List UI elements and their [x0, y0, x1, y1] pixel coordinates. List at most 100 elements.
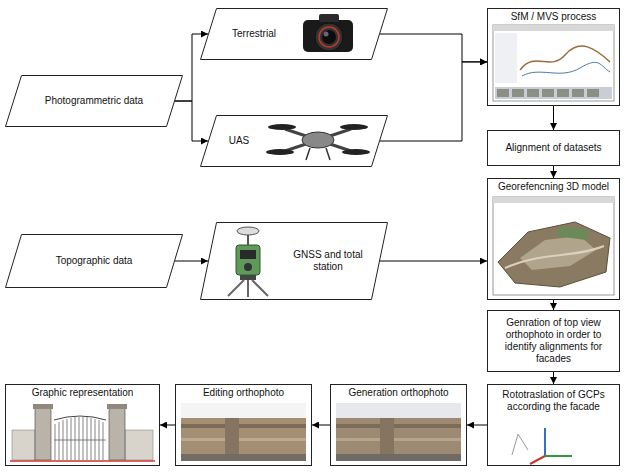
node-label: Alignment of datasets	[492, 142, 615, 154]
photo-thumb	[587, 89, 599, 97]
gate-drawing	[10, 404, 155, 461]
node-label: SfM / MVS process	[492, 11, 615, 23]
flow-arrow	[175, 34, 208, 101]
node-label: Rototraslation of GCPs according the fac…	[492, 389, 615, 413]
flow-arrow	[553, 106, 554, 130]
gcp-sketch	[512, 434, 528, 455]
drone-icon	[266, 124, 370, 160]
axes-icon	[512, 428, 572, 464]
screen-panel	[495, 33, 517, 83]
lens-ring	[319, 27, 339, 47]
gate-arch	[54, 416, 106, 420]
flow-arrow	[467, 425, 487, 426]
process-box: Alignment of datasets	[487, 130, 620, 166]
node-label: Editing orthophoto	[180, 387, 307, 399]
photo-thumb	[527, 89, 539, 97]
station-body	[236, 245, 260, 275]
station-lens	[244, 263, 252, 271]
tripod-leg	[247, 280, 249, 297]
ortho-wall	[336, 418, 461, 454]
gate-rail	[54, 440, 106, 441]
flow-arrow	[160, 425, 175, 426]
station-screen	[240, 250, 256, 259]
ortho-wall	[181, 418, 306, 454]
camera-body	[303, 20, 353, 52]
ortho-gate	[225, 418, 239, 454]
node-label: Topographic data	[27, 255, 161, 267]
flow-arrow	[553, 300, 554, 310]
drone-leg	[306, 148, 310, 160]
pillar-cap	[33, 404, 53, 409]
connector-layer	[160, 34, 554, 425]
ortho-course	[336, 438, 461, 441]
x-axis	[530, 456, 545, 464]
node-label: UAS	[220, 135, 258, 147]
flow-arrow	[380, 261, 487, 262]
flow-arrow	[312, 425, 330, 426]
tripod-leg	[228, 280, 244, 296]
model-vegetation	[556, 226, 590, 240]
drone-arm	[285, 129, 351, 151]
process-box: Rototraslation of GCPs according the fac…	[487, 384, 620, 466]
parallelogram-shape	[6, 235, 183, 288]
photo-thumb	[557, 89, 569, 97]
parallelogram-outline	[200, 222, 388, 300]
gate-pillar	[35, 408, 51, 460]
photo-thumb	[497, 89, 509, 97]
node-label: Generation orthophoto	[335, 387, 462, 399]
flow-arrow	[175, 101, 208, 141]
model-surface	[520, 236, 596, 270]
data-parallelogram: Topographic data	[5, 234, 183, 288]
screen-frame	[493, 197, 614, 295]
photo-thumb	[572, 89, 584, 97]
node-label: Georefencning 3D model	[492, 181, 615, 193]
flow-arrow	[553, 372, 554, 384]
process-box: Editing orthophoto	[175, 384, 312, 466]
process-box: Graphic representation	[5, 384, 160, 466]
drone-rotor	[340, 124, 368, 130]
y-axis	[545, 455, 572, 457]
tripod-leg	[252, 280, 268, 296]
photo-thumb	[542, 89, 554, 97]
screen-toolbar	[493, 25, 614, 31]
ortho-gate	[380, 418, 394, 454]
flow-arrow	[380, 62, 487, 141]
process-box: SfM / MVS process	[487, 8, 620, 106]
georeferenced-model-screenshot	[493, 197, 614, 295]
photo-thumb	[512, 89, 524, 97]
process-box: Generation orthophoto	[330, 384, 467, 466]
data-parallelogram: UAS	[200, 115, 388, 167]
lens-glint	[324, 32, 329, 37]
pillar-cap	[107, 404, 127, 409]
drone-rotor	[266, 149, 294, 155]
data-parallelogram: Terrestrial	[200, 8, 388, 60]
node-label: Terrestrial	[220, 28, 288, 40]
side-wall	[12, 430, 35, 460]
data-parallelogram: Photogrammetric data	[5, 75, 183, 127]
model-mesh	[498, 222, 610, 287]
drone-body	[302, 132, 334, 148]
sfm-screenshot	[493, 25, 614, 101]
camera-lens	[315, 23, 343, 51]
model-road	[505, 246, 604, 268]
parallelogram-shape	[6, 76, 183, 127]
process-box: Georefencning 3D model	[487, 178, 620, 300]
ground-line	[10, 460, 155, 462]
flow-arrow	[175, 261, 208, 262]
gnss-total-station-icon	[228, 227, 268, 297]
screen-frame	[493, 25, 614, 101]
drone-rotor	[268, 124, 296, 130]
gate-pillar	[109, 408, 125, 460]
parallelogram-shape	[201, 9, 388, 60]
drone-rotor	[342, 149, 370, 155]
ortho-course	[181, 424, 306, 428]
gate-bars	[55, 417, 103, 460]
lens-glass	[322, 30, 336, 44]
parallelogram-shape	[201, 116, 388, 167]
camera-prism	[319, 14, 339, 22]
z-axis	[544, 428, 546, 456]
orthophoto-generated	[336, 403, 461, 461]
process-box: Genration of top view orthophoto in orde…	[487, 310, 620, 372]
sparse-cloud	[520, 46, 610, 70]
